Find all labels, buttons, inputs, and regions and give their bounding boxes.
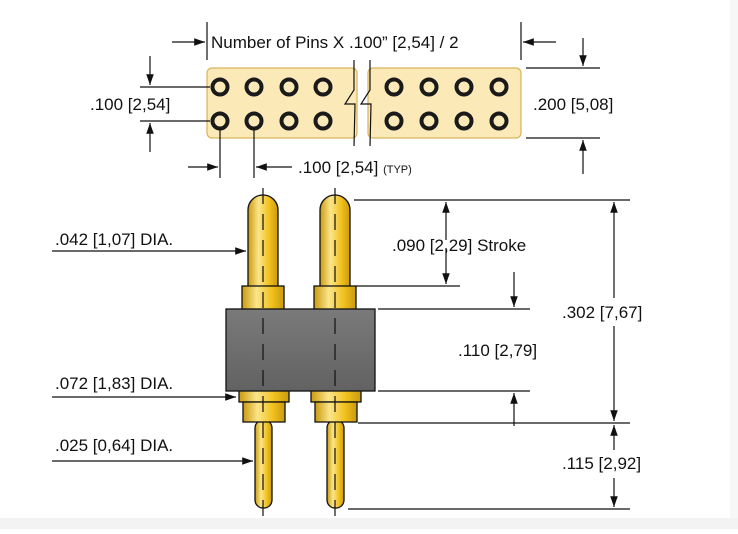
pin-collar-step bbox=[314, 401, 358, 423]
pin-hole bbox=[279, 77, 299, 97]
body-height-label: .200 [5,08] bbox=[533, 95, 613, 114]
tail-length-label: .115 [2,92] bbox=[562, 454, 641, 473]
pin-hole bbox=[313, 111, 333, 131]
top-view: Number of Pins X .100” [2,54] / 2 .100 [… bbox=[90, 22, 613, 178]
break-mark bbox=[359, 60, 372, 147]
plunger-diameter-label: .042 [1,07] DIA. bbox=[55, 230, 173, 249]
tail-diameter-label: .025 [0,64] DIA. bbox=[55, 436, 173, 455]
insulator-height-label: .110 [2,79] bbox=[458, 341, 537, 360]
right-edge-strip bbox=[730, 0, 738, 529]
pin-hole bbox=[454, 111, 474, 131]
pin-hole bbox=[279, 111, 299, 131]
overall-height-label: .302 [7,67] bbox=[562, 303, 642, 322]
pin-hole bbox=[489, 111, 509, 131]
insulator-body bbox=[225, 308, 376, 392]
row-pitch-label: .100 [2,54] bbox=[90, 95, 170, 114]
pin-hole bbox=[489, 77, 509, 97]
width-dimension-label: Number of Pins X .100” [2,54] / 2 bbox=[211, 33, 459, 52]
bottom-edge-strip bbox=[0, 518, 738, 529]
pin-hole bbox=[210, 77, 230, 97]
pin-hole bbox=[454, 77, 474, 97]
break-mark bbox=[343, 60, 356, 147]
pin-hole bbox=[419, 77, 439, 97]
collar-diameter-label: .072 [1,83] DIA. bbox=[55, 374, 173, 393]
pin-collar-lower bbox=[310, 389, 362, 403]
pin-hole bbox=[419, 111, 439, 131]
pin-hole bbox=[313, 77, 333, 97]
header-body-left bbox=[206, 67, 358, 139]
pin-pitch-label: .100 [2,54] (TYP) bbox=[298, 158, 412, 177]
header-body-right bbox=[367, 67, 522, 139]
pin-hole bbox=[244, 77, 264, 97]
pin-hole bbox=[384, 77, 404, 97]
pin-collar-lower bbox=[238, 389, 290, 403]
stroke-label: .090 [2,29] Stroke bbox=[392, 236, 526, 255]
side-view: .042 [1,07] DIA. .072 [1,83] DIA. .025 [… bbox=[52, 188, 642, 525]
pin-collar-step bbox=[242, 401, 286, 423]
pin-hole bbox=[384, 111, 404, 131]
pin-holes bbox=[210, 77, 509, 131]
